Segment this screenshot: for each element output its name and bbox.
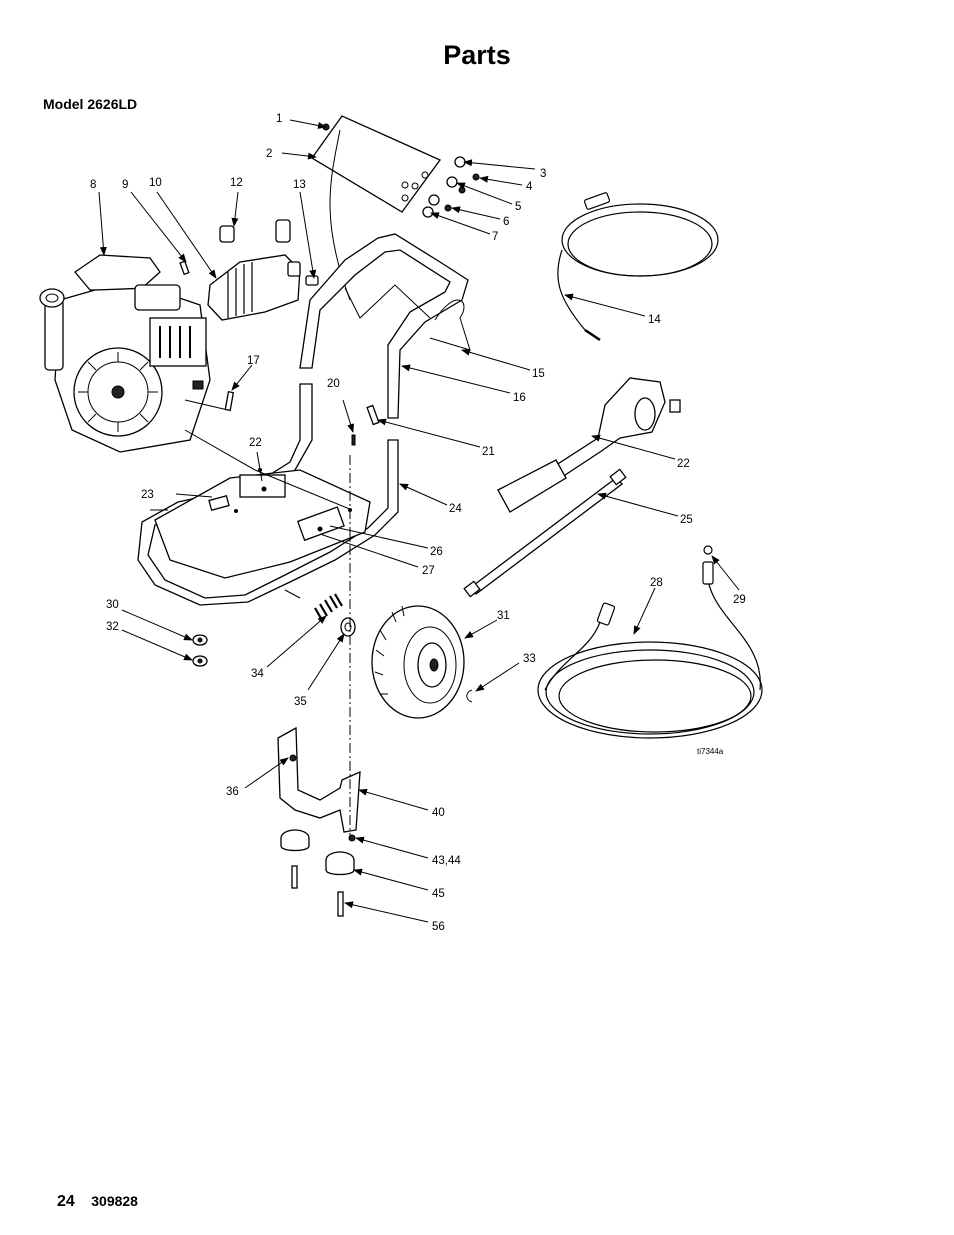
callout-21: 17 xyxy=(247,355,260,367)
callout-29: 22 xyxy=(677,458,690,470)
callout-3: 15 xyxy=(532,368,545,380)
figure-id: ti7344a xyxy=(697,747,724,756)
key-part xyxy=(179,260,190,276)
callout-7: 6 xyxy=(503,216,509,228)
callout-24: 10 xyxy=(149,177,162,189)
callout-22-top: 32 xyxy=(106,621,119,633)
callout-5: 3 xyxy=(540,168,546,180)
handle-part xyxy=(299,233,471,426)
callout-35: 20 xyxy=(327,378,340,390)
callout-40: 34 xyxy=(251,668,264,680)
stud-part xyxy=(351,434,356,446)
spring-part xyxy=(314,593,356,637)
cover-plate-part xyxy=(311,115,441,301)
callout-9: 4 xyxy=(526,181,533,193)
engine-part xyxy=(39,254,229,453)
hose-28-part xyxy=(537,545,763,739)
bracket-part xyxy=(277,726,361,917)
pump-part xyxy=(207,219,319,321)
callout-14: 33 xyxy=(523,653,536,665)
callout-1: 16 xyxy=(513,392,526,404)
callout-4: 1 xyxy=(276,113,282,125)
callout-33: 22 xyxy=(249,437,262,449)
hose-part xyxy=(557,192,719,342)
callout-25: 12 xyxy=(230,177,243,189)
callout-6: 5 xyxy=(515,201,521,213)
callout-16: 45 xyxy=(432,888,445,900)
callout-12: 24 xyxy=(449,503,462,515)
callout-23: 9 xyxy=(122,179,128,191)
callout-13: 31 xyxy=(497,610,510,622)
spray-gun-part xyxy=(497,377,681,513)
callout-28: 28 xyxy=(650,577,663,589)
callout-26: 13 xyxy=(293,179,306,191)
callout-56: 29 xyxy=(733,594,746,606)
callout-17: 56 xyxy=(432,921,445,933)
callout-31: 35 xyxy=(294,696,307,708)
leader-lines xyxy=(98,119,740,923)
screw-part xyxy=(224,391,235,412)
callout-34: 27 xyxy=(422,565,435,577)
callout-30: 25 xyxy=(680,514,693,526)
callout-labels: 1 2 3 4 5 6 7 8 9 10 12 13 14 15 16 17 2… xyxy=(90,113,746,933)
washer-nut-parts xyxy=(192,634,208,667)
page-title: Parts xyxy=(443,40,511,70)
wheel-part xyxy=(371,605,473,719)
model-heading: Model 2626LD xyxy=(43,96,138,112)
callout-27: 14 xyxy=(648,314,661,326)
callout-22-bottom: 36 xyxy=(226,786,239,798)
page-number: 24 xyxy=(57,1193,75,1210)
callout-45: 30 xyxy=(106,599,119,611)
wand-part xyxy=(463,468,627,598)
callout-43-44: 23 xyxy=(141,489,154,501)
callout-10: 21 xyxy=(482,446,495,458)
page-footer: 24 309828 xyxy=(57,1193,138,1211)
document-number: 309828 xyxy=(91,1193,138,1209)
callout-20: 8 xyxy=(90,179,96,191)
callout-2: 2 xyxy=(266,148,272,160)
callout-15: 40 xyxy=(432,807,445,819)
callout-36: 43,44 xyxy=(432,855,461,867)
callout-32: 26 xyxy=(430,546,443,558)
callout-8: 7 xyxy=(492,231,498,243)
